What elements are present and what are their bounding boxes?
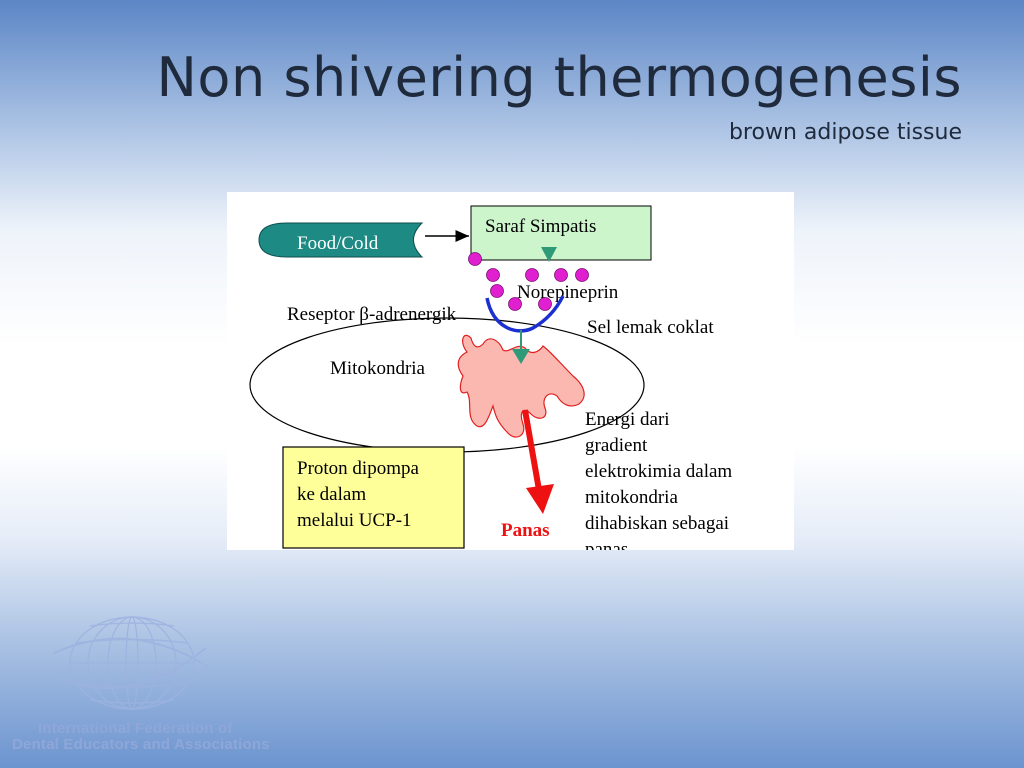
slide-subtitle: brown adipose tissue: [728, 120, 962, 145]
proton-text: Proton dipompa ke dalam melalui UCP-1: [297, 458, 424, 531]
signal-triangle-icon: [512, 349, 530, 364]
energi-line: Energi dari: [585, 409, 670, 430]
diagram-canvas: Food/Cold Saraf Simpatis Norepineprin R: [249, 205, 737, 550]
globe-icon: [53, 616, 211, 710]
org-logo: International Federation of Dental Educa…: [10, 608, 270, 758]
mitochondria-shape: [457, 334, 585, 438]
proton-line: ke dalam: [297, 484, 366, 505]
brown-fat-cell: [249, 317, 645, 453]
energi-line: dihabiskan sebagai: [585, 513, 729, 534]
energi-text: Energi dari gradient elektrokimia dalam …: [585, 409, 737, 550]
mitokondria-label: Mitokondria: [330, 358, 426, 379]
food-cold-shape: [258, 222, 424, 258]
proton-line: Proton dipompa: [297, 458, 419, 479]
panas-arrow-head: [526, 484, 554, 514]
saraf-triangle-icon: [541, 247, 557, 262]
panas-arrow-shaft: [522, 409, 542, 491]
saraf-simpatis-label: Saraf Simpatis: [485, 216, 596, 237]
thermogenesis-diagram: Food/Cold Saraf Simpatis Norepineprin R: [227, 192, 794, 550]
energi-line: gradient: [585, 435, 648, 456]
energi-line: panas: [585, 539, 628, 550]
reseptor-curve: [485, 295, 565, 333]
logo-text-line1: International Federation of: [38, 720, 233, 737]
energi-line: mitokondria: [585, 487, 678, 508]
proton-box: [282, 446, 465, 549]
norepineprin-label: Norepineprin: [517, 282, 619, 303]
panas-label: Panas: [501, 520, 550, 541]
saraf-simpatis-box: [470, 205, 652, 261]
energi-line: elektrokimia dalam: [585, 461, 732, 482]
reseptor-label: Reseptor β-adrenergik: [287, 304, 457, 325]
sel-lemak-label: Sel lemak coklat: [587, 317, 714, 338]
logo-text-line2: Dental Educators and Associations: [12, 736, 270, 753]
food-cold-label: Food/Cold: [297, 233, 379, 254]
norepineprin-dots: [468, 252, 589, 311]
slide-title: Non shivering thermogenesis: [156, 46, 962, 109]
proton-line: melalui UCP-1: [297, 510, 412, 531]
